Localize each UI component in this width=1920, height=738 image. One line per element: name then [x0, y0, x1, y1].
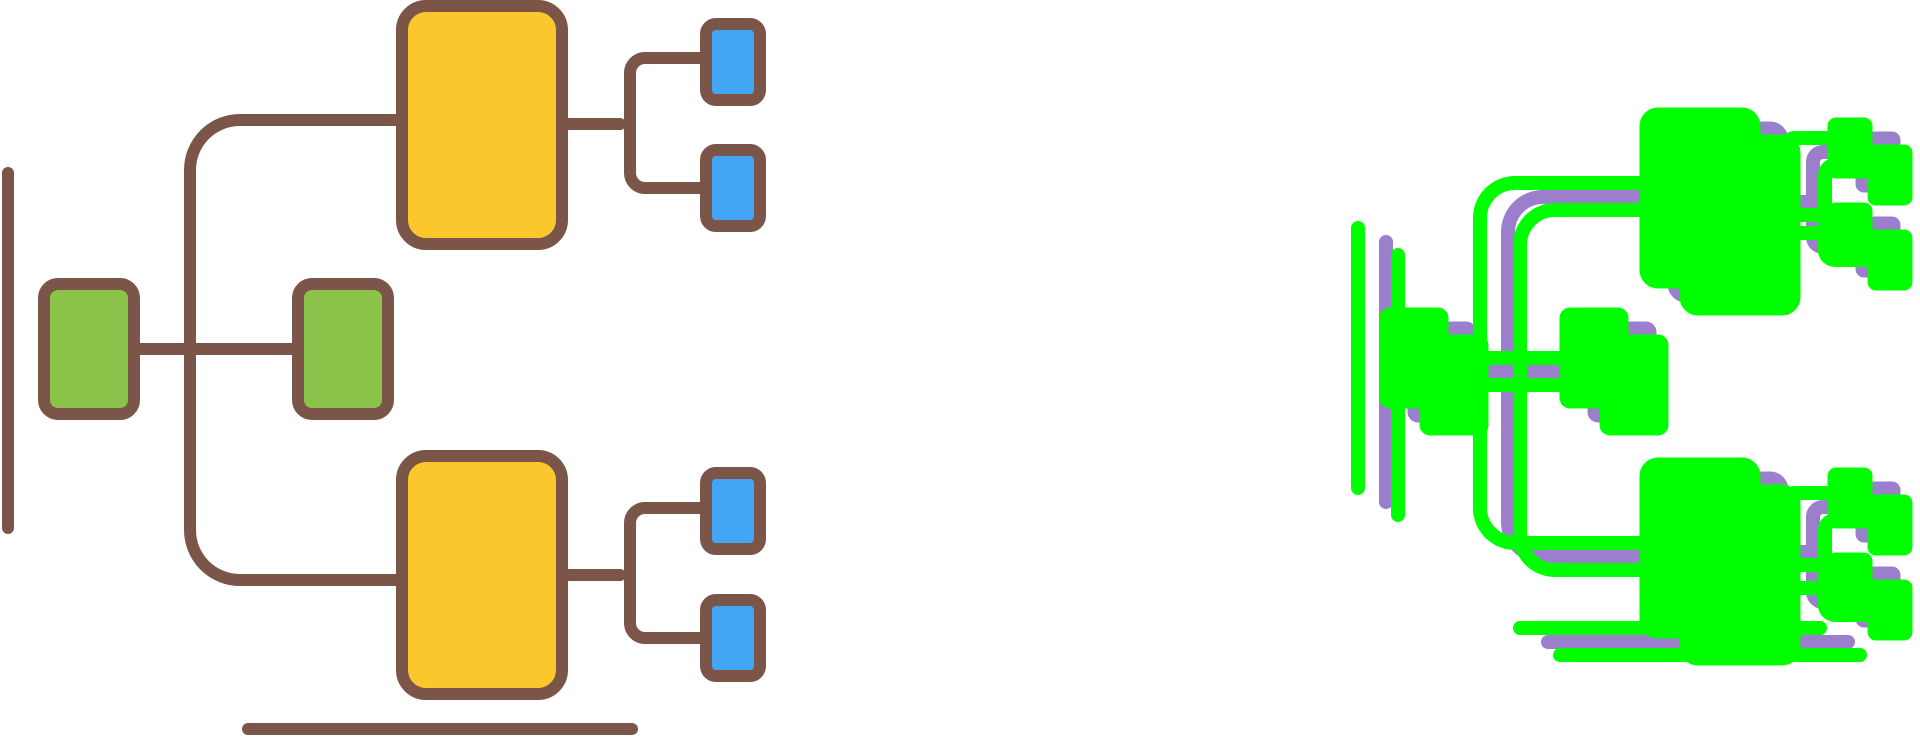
leaf-node-3 — [700, 467, 766, 555]
trunk-upper — [184, 114, 408, 355]
upper-leaf-fork — [624, 52, 712, 194]
leaf-node-1 — [700, 18, 766, 106]
upper-branch-node — [396, 0, 568, 250]
root-node — [38, 278, 140, 420]
leaf-node-2 — [700, 144, 766, 232]
lower-branch-node — [396, 450, 568, 700]
leaf-node-4 — [700, 594, 766, 682]
mid-node — [292, 278, 394, 420]
hierarchy-tree-icon-color — [2, 0, 766, 735]
trunk-lower — [184, 343, 408, 586]
lower-leaf-fork — [624, 502, 712, 644]
